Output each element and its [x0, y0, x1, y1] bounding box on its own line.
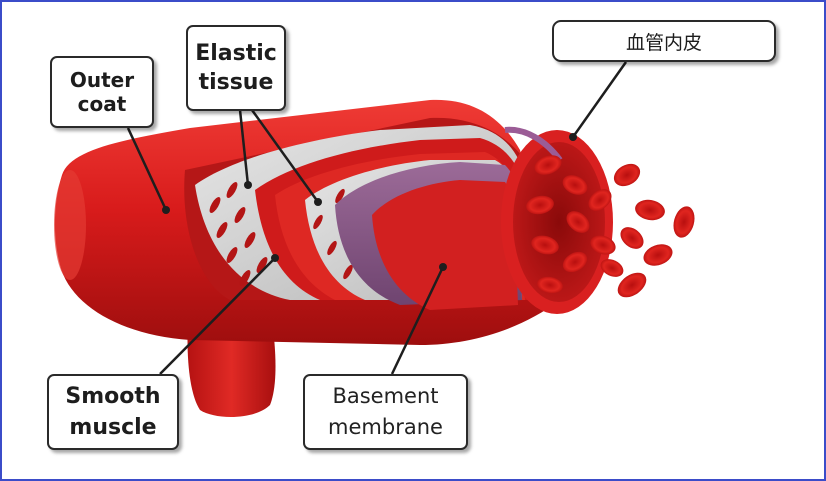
vessel-end-highlight: [54, 170, 86, 280]
basement-membrane-label: Basement membrane: [303, 374, 468, 450]
elastic-tissue-text: Elastic tissue: [195, 41, 277, 95]
endothelium-label: 血管内皮: [552, 20, 776, 62]
blood-cells: [526, 155, 695, 298]
smooth-muscle-label: Smooth muscle: [47, 374, 179, 450]
outer-coat-label: Outer coat: [50, 56, 154, 128]
basement-membrane-text: Basement membrane: [328, 384, 443, 439]
smooth-muscle-text: Smooth muscle: [65, 384, 161, 440]
branch-vessel: [187, 320, 276, 417]
leader-lines: [126, 61, 628, 375]
leader-dots: [162, 133, 577, 271]
elastic-tissue-label: Elastic tissue: [186, 25, 286, 111]
elastic-tissue-pores: [209, 182, 268, 286]
endothelium-text: 血管内皮: [625, 31, 702, 54]
endothelium-layer: [372, 180, 518, 310]
outer-coat-text: Outer coat: [69, 68, 135, 116]
